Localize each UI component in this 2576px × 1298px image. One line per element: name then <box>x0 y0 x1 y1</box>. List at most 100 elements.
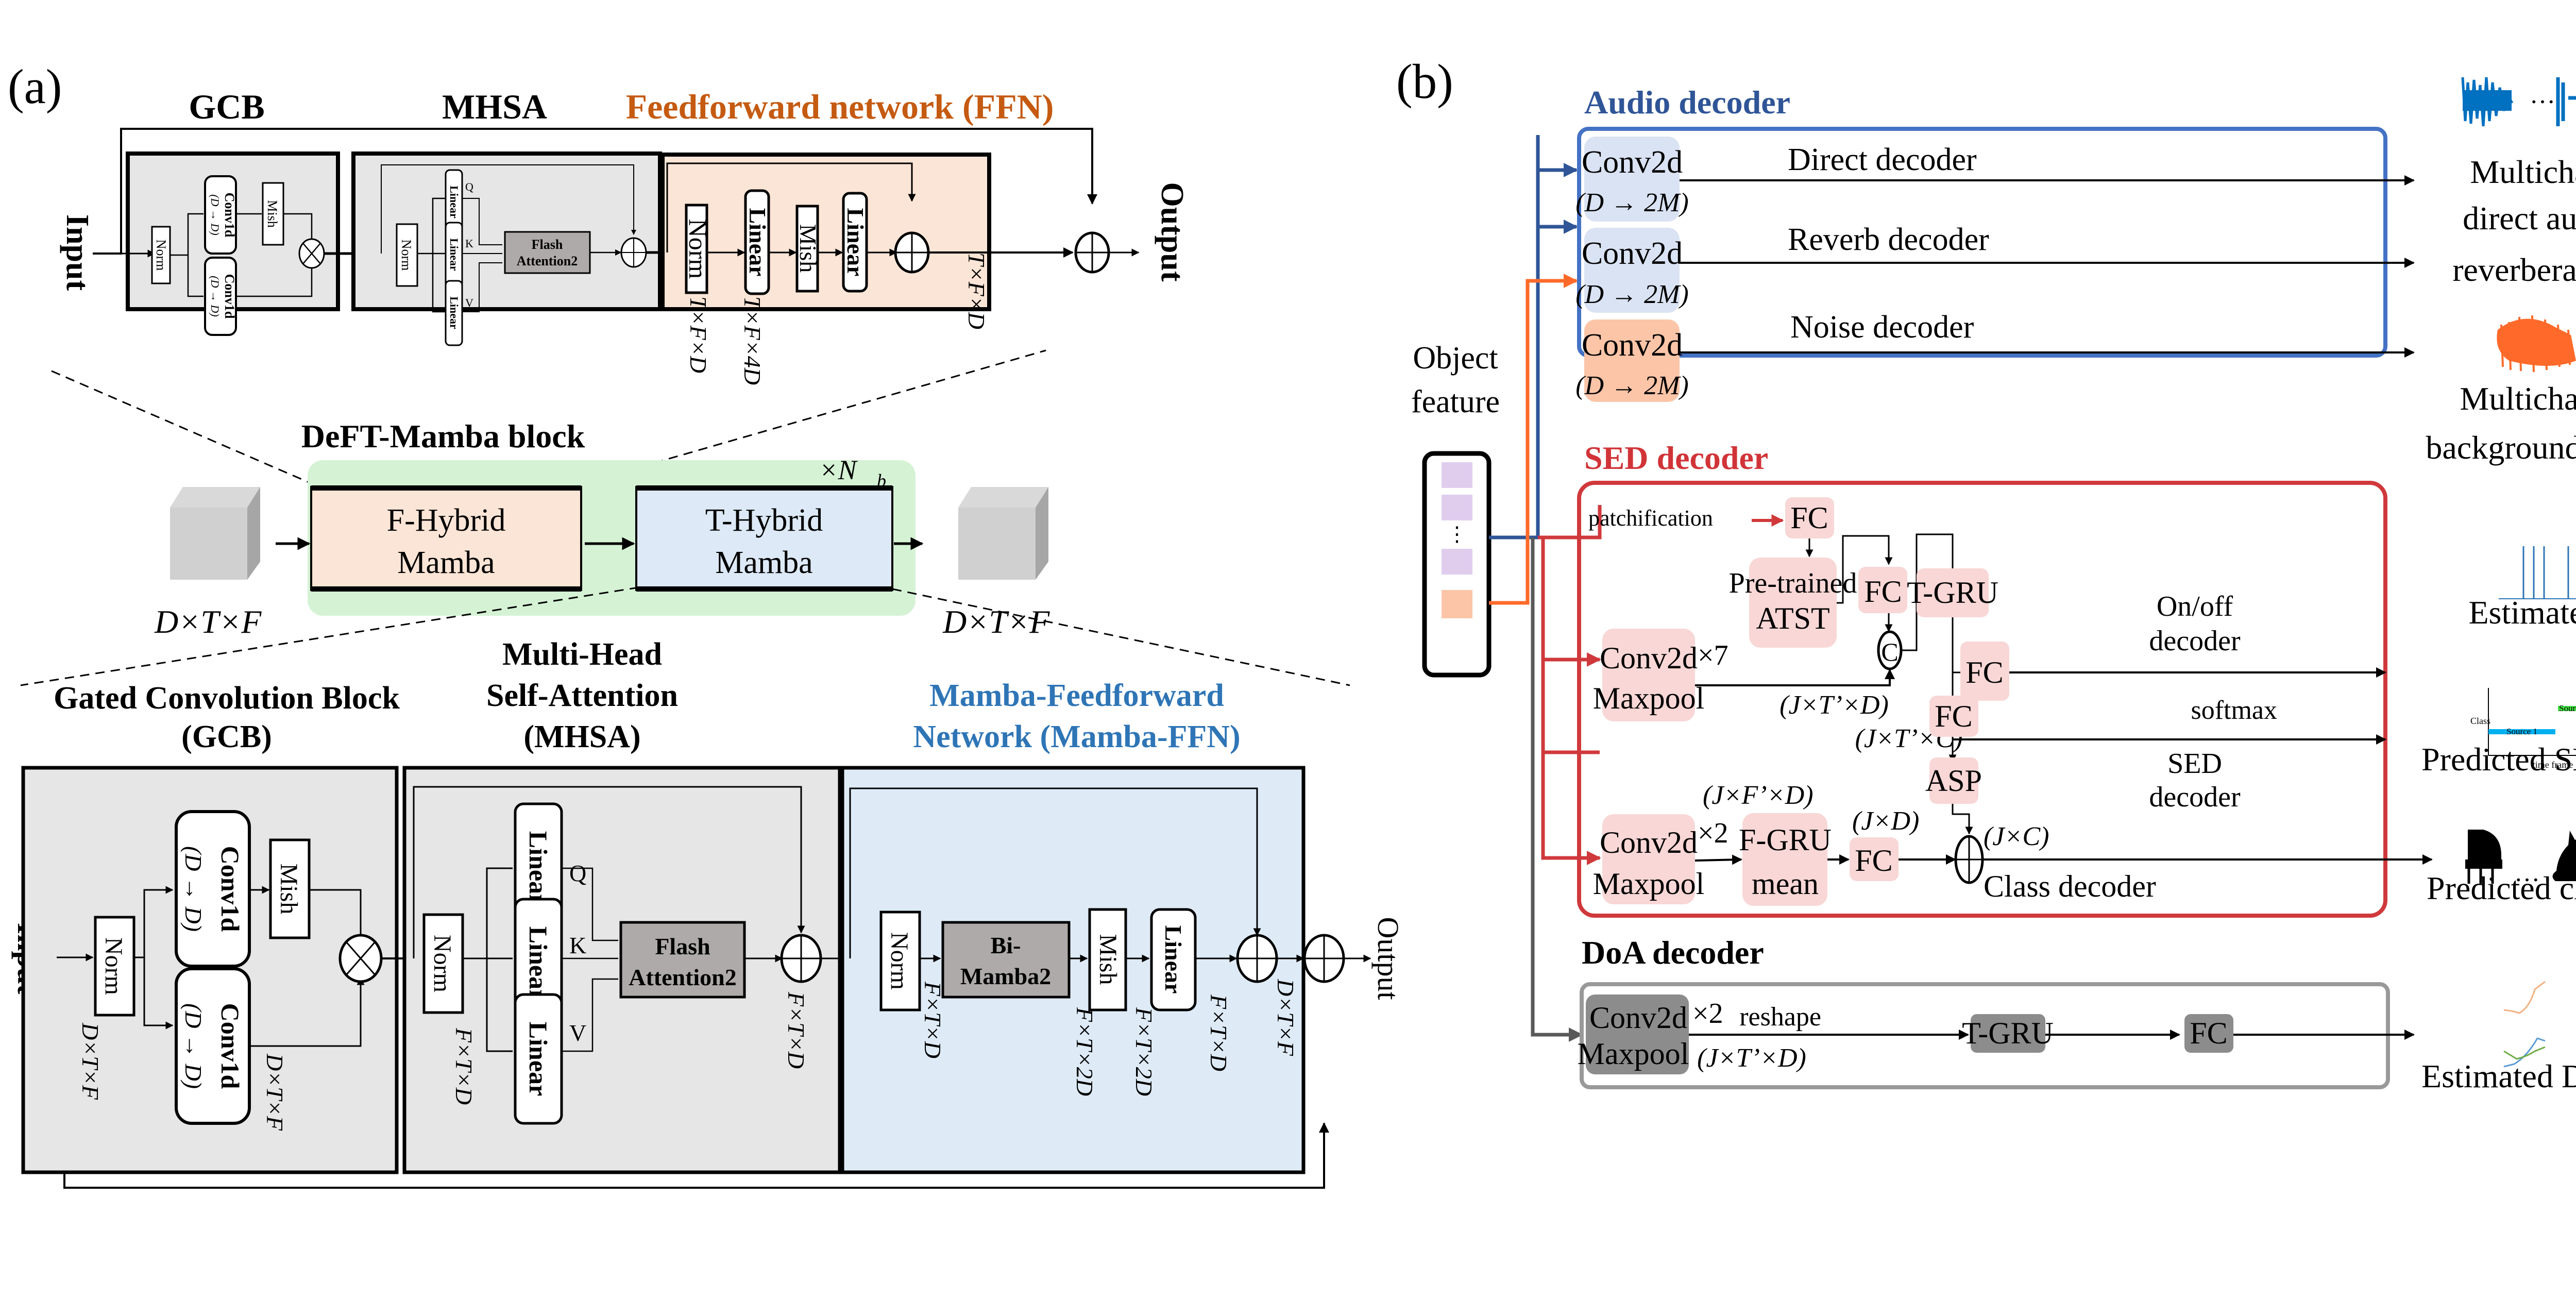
sed-x2-label: ×2 <box>1698 817 1728 849</box>
bottom-output-add-icon <box>1303 934 1345 983</box>
top-mhsa-linear-k-label: Linear <box>448 238 461 271</box>
bottom-mhsa-flash-label1: Flash <box>655 933 710 959</box>
sed-conv2d-block-2 <box>1602 814 1695 904</box>
top-ffn-linear2-label: Linear <box>842 208 869 277</box>
bottom-mffn-add-icon <box>1236 934 1278 983</box>
direct-waveform-icon: … <box>2461 77 2576 127</box>
bottom-gcb-conv2-dim: (D → D) <box>180 1003 207 1089</box>
bottom-mhsa-title1: Multi-Head <box>502 637 662 672</box>
bottom-mhsa-title2: Self-Attention <box>486 678 678 713</box>
sed-fc-class <box>1850 837 1899 881</box>
estimated-doa-label: Estimated DoA <box>2421 1058 2576 1094</box>
svg-text:Source 1: Source 1 <box>2506 727 2537 736</box>
sed-fc-onoff <box>1960 642 2009 701</box>
bottom-gcb-title2: (GCB) <box>181 719 272 754</box>
bottom-gcb-multiply-icon <box>338 934 383 983</box>
top-mhsa-flash-label2: Attention2 <box>517 254 578 268</box>
reverb-conv2d-dim: (D → 2M) <box>1575 280 1689 309</box>
top-ffn-box <box>660 153 991 311</box>
zoom-dashed-bottom-right <box>892 588 1350 686</box>
doa-conv2d-label1: Conv2d <box>1589 1001 1687 1035</box>
bottom-mhsa-norm <box>422 913 464 1014</box>
audio-trunk-line <box>1489 135 1577 540</box>
top-mhsa-flash-label1: Flash <box>532 237 563 252</box>
sed-dim-jd: (J×D) <box>1852 806 1919 836</box>
sed-tgru-block <box>1917 568 1989 617</box>
svg-text:…: … <box>2530 80 2555 109</box>
sed-conv2d-1-label2: Maxpool <box>1593 681 1705 715</box>
doa-tgru-label: T-GRU <box>1962 1016 2054 1050</box>
fgru-label1: F-GRU <box>1739 823 1832 857</box>
bottom-mffn-dim-mish: F×T×2D <box>1131 1007 1157 1096</box>
sed-conv2d-1-label1: Conv2d <box>1600 641 1698 675</box>
sed-x7-label: ×7 <box>1698 639 1728 671</box>
bottom-mffn-title2: Network (Mamba-FFN) <box>913 719 1240 754</box>
sed-decoder-label2: decoder <box>2149 781 2241 813</box>
noise-decoder-label: Noise decoder <box>1790 310 1974 345</box>
object-feature-label2: feature <box>1411 384 1500 419</box>
sed-trunk-line <box>1538 505 1602 860</box>
svg-text:time frame: time frame <box>2533 760 2573 770</box>
fgru-block <box>1742 813 1827 906</box>
sed-fc-lower-label: FC <box>1935 699 1972 733</box>
sed-conv2d-2-label2: Maxpool <box>1593 867 1705 901</box>
t-hybrid-mamba-block <box>635 486 893 591</box>
panel-a: (a) GCB MHSA Feedforward network (FFN) I… <box>8 59 1405 1189</box>
top-output-label: Output <box>1155 182 1190 282</box>
direct-conv2d-block <box>1584 137 1680 222</box>
bottom-mffn-linear <box>1150 908 1197 1012</box>
object-feature-label1: Object <box>1413 341 1498 376</box>
bottom-mhsa-q: Q <box>569 860 586 886</box>
bottom-mffn-norm-label: Norm <box>886 932 913 990</box>
audio-decoder-box <box>1577 127 2387 358</box>
bottom-gcb-norm <box>94 916 135 1017</box>
top-input-label: Input <box>60 214 95 291</box>
reverb-conv2d-block <box>1584 228 1680 313</box>
cat-icon <box>2552 831 2576 881</box>
softmax-label: softmax <box>2191 696 2277 725</box>
top-ffn-linear1 <box>744 189 770 295</box>
deft-input-dim: D×T×F <box>154 603 262 640</box>
bottom-gcb-mish <box>269 838 311 939</box>
bottom-mffn-bimamba-label2: Mamba2 <box>960 963 1051 989</box>
bottom-mhsa-linear-k-label: Linear <box>524 926 553 1001</box>
bottom-mhsa-add-icon <box>780 934 822 983</box>
direct-conv2d-label: Conv2d <box>1582 145 1683 180</box>
svg-text:Class: Class <box>2470 716 2490 726</box>
asp-block <box>1929 757 1978 804</box>
sed-dim-jtd: (J×T’×D) <box>1780 690 1889 720</box>
input-cube-icon <box>170 487 260 580</box>
asp-label: ASP <box>1925 764 1982 798</box>
noise-trunk-line <box>1489 274 1578 605</box>
estimated-activation-label: Estimated Activation <box>2468 594 2576 631</box>
noise-conv2d-block <box>1584 319 1680 402</box>
top-mhsa-v: V <box>465 296 473 309</box>
bottom-gcb-norm-label: Norm <box>100 937 127 995</box>
sed-decoder-title: SED decoder <box>1584 440 1768 476</box>
sed-fc-patch-label: FC <box>1790 501 1828 535</box>
bottom-mffn-dim-add: F×T×D <box>1206 994 1232 1071</box>
fgru-label2: mean <box>1752 867 1819 901</box>
bottom-mhsa-dim-norm: F×T×D <box>451 1027 477 1105</box>
audio-out1-line3: reverberant audio <box>2452 251 2576 288</box>
zoom-dashed-top-left <box>51 370 320 488</box>
bottom-mffn-bimamba <box>941 921 1071 999</box>
bottom-gcb-conv1 <box>175 810 251 968</box>
bottom-mffn-title1: Mamba-Feedforward <box>929 678 1224 713</box>
sed-tgru-label: T-GRU <box>1907 576 1998 610</box>
top-mhsa-linear-v <box>445 280 463 346</box>
bottom-mhsa-title3: (MHSA) <box>523 719 640 754</box>
top-gcb-title: GCB <box>189 87 264 126</box>
sed-mini-plot-icon: Class Source 1 Source 4 time frame <box>2470 688 2576 770</box>
doa-dim-label: (J×T’×D) <box>1697 1043 1806 1073</box>
f-hybrid-mamba-block <box>310 486 582 591</box>
bottom-gcb-dim-in: D×T×F <box>77 1022 104 1100</box>
top-ffn-norm <box>685 204 708 294</box>
reverb-conv2d-label: Conv2d <box>1582 236 1683 271</box>
bottom-mhsa-linear-q-label: Linear <box>524 831 553 905</box>
sed-fc-mid <box>1858 567 1907 613</box>
output-cube-icon <box>958 487 1048 580</box>
bottom-mffn-mish-label: Mish <box>1094 934 1122 985</box>
top-mhsa-title: MHSA <box>442 87 547 126</box>
